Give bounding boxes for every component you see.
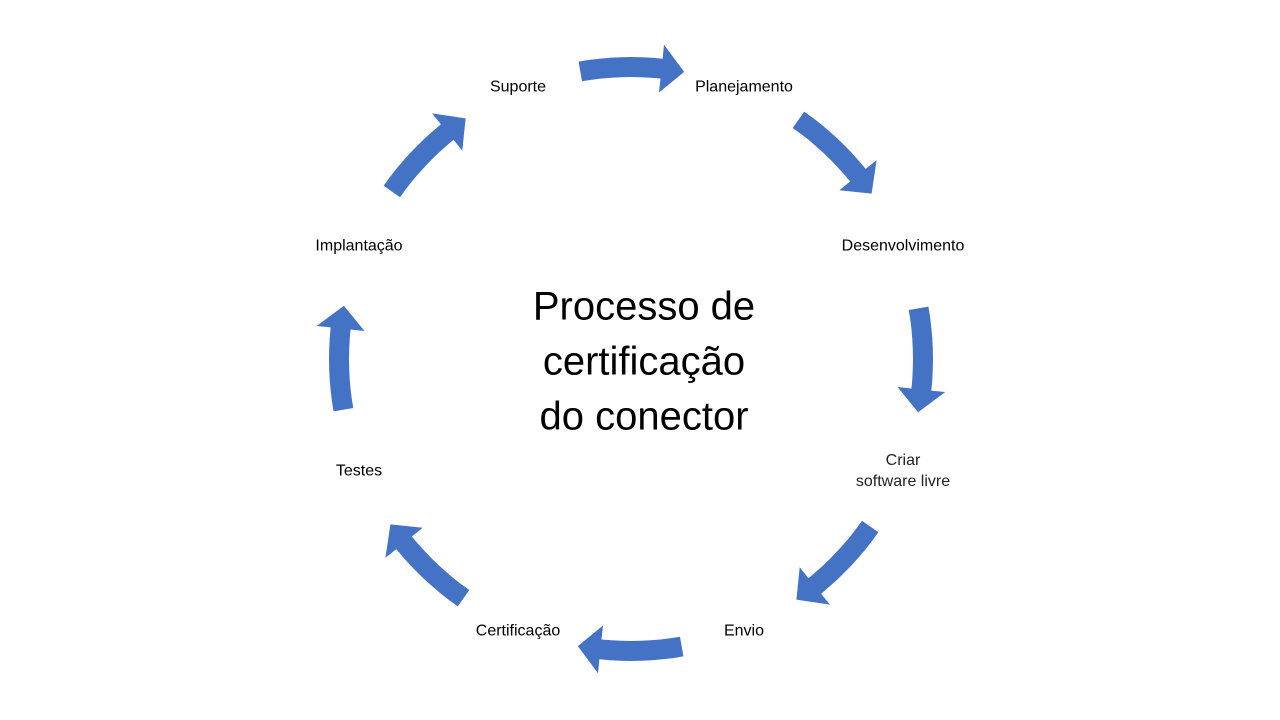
step-suporte: Suporte bbox=[489, 78, 547, 96]
title-line: certificação bbox=[542, 339, 746, 384]
step-label-line: Criar bbox=[885, 452, 921, 469]
step-label-line: software livre bbox=[855, 473, 951, 490]
cycle-arrow bbox=[578, 44, 685, 93]
step-criar-software-livre: Criar software livre bbox=[856, 450, 950, 492]
step-certificacao: Certificação bbox=[475, 622, 561, 640]
cycle-arrow bbox=[383, 113, 466, 198]
cycle-arrow bbox=[792, 111, 877, 194]
step-testes: Testes bbox=[335, 462, 383, 480]
cycle-arrow bbox=[897, 306, 946, 413]
cycle-arrow bbox=[796, 520, 879, 605]
step-implantacao: Implantação bbox=[315, 237, 403, 255]
cycle-arrow bbox=[577, 625, 684, 674]
title-line: Processo de bbox=[532, 284, 756, 329]
step-envio: Envio bbox=[723, 622, 765, 640]
title-line: do conector bbox=[539, 394, 749, 439]
cycle-arrow bbox=[385, 524, 470, 607]
diagram-title: Processo de certificação do conector bbox=[533, 280, 755, 445]
cycle-arrow bbox=[316, 305, 365, 412]
step-planejamento: Planejamento bbox=[695, 78, 793, 96]
step-desenvolvimento: Desenvolvimento bbox=[841, 237, 965, 255]
